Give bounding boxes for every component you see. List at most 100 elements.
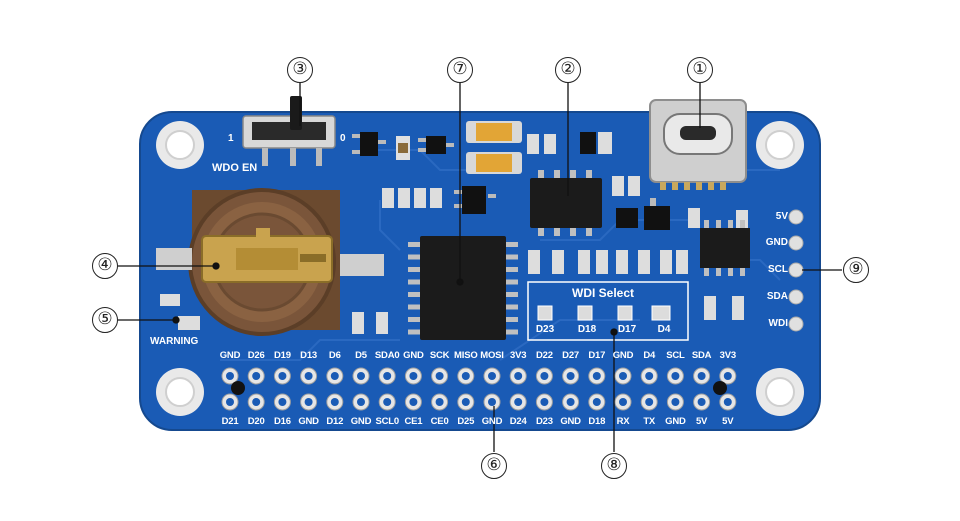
leds-right: [704, 296, 744, 320]
gpio-pin-label: D17: [588, 350, 606, 361]
gpio-pin-label: GND: [403, 350, 424, 361]
wdi-jumper-pads: [537, 305, 671, 321]
gpio-pad-hole: [383, 372, 392, 380]
gpio-pad-hole: [540, 398, 549, 406]
gpio-pin-label: D16: [273, 416, 291, 427]
gpio-pad-hole: [435, 372, 444, 380]
mount-hole-bottom-left: [156, 368, 204, 416]
transistor-q1: [352, 132, 386, 156]
callout-4: ④: [92, 253, 118, 279]
gpio-mark-left: [231, 381, 245, 395]
gpio-pad-hole: [514, 398, 523, 406]
gpio-pad-hole: [226, 372, 234, 380]
gpio-pin-label: D26: [247, 350, 265, 361]
switch-off-label: 0: [340, 133, 346, 144]
gpio-pin-label: D22: [535, 350, 553, 361]
tantalum-cap-2: [466, 152, 522, 174]
chip-pin: [408, 292, 420, 297]
gpio-pin-label: D24: [509, 416, 527, 427]
gpio-pin-label: D18: [588, 416, 606, 427]
gpio-pad-hole: [435, 398, 444, 406]
side-pin-label: GND: [765, 237, 788, 248]
gpio-pin-label: D23: [535, 416, 553, 427]
side-pin-label: SCL: [768, 264, 788, 275]
gpio-pad-hole: [723, 372, 732, 380]
gpio-pin-label: SCL: [666, 350, 685, 361]
gpio-pad-hole: [383, 398, 392, 406]
gpio-pin-label: 5V: [722, 416, 734, 427]
tantalum-cap-1: [466, 121, 522, 143]
wdi-option-label: D4: [657, 324, 671, 335]
wdi-option-label: D18: [577, 324, 597, 335]
gpio-pin-label: D12: [326, 416, 344, 427]
chip-pin: [408, 279, 420, 285]
callout-8: ⑧: [601, 453, 627, 479]
gpio-pad-hole: [566, 372, 575, 380]
gpio-pad-hole: [540, 372, 549, 380]
chip-pin: [408, 329, 420, 335]
gpio-pad-hole: [357, 372, 365, 380]
gpio-pad-hole: [304, 372, 313, 380]
gpio-pad-hole: [330, 398, 339, 406]
gpio-pin-label: D6: [328, 350, 341, 361]
callout-leaders: [118, 82, 842, 452]
gpio-pad-hole: [619, 398, 627, 406]
gpio-pin-label: RX: [616, 416, 630, 427]
gpio-pin-label: MOSI: [480, 350, 504, 361]
switch-name-label: WDO EN: [212, 162, 258, 174]
side-header-pads: [788, 209, 804, 332]
gpio-pin-label: GND: [219, 350, 241, 361]
callout-5: ⑤: [92, 307, 118, 333]
side-pin-label: SDA: [766, 291, 788, 302]
gpio-pin-label: CE0: [430, 416, 449, 427]
transistor-q3: [454, 186, 496, 214]
gpio-pad-hole: [697, 398, 706, 406]
chip-pin: [408, 254, 420, 260]
gpio-pin-label: GND: [612, 350, 634, 361]
wdo-en-switch: [242, 96, 336, 166]
callout-9: ⑨: [843, 257, 869, 283]
gpio-pad-hole: [278, 372, 287, 380]
gpio-pad-hole: [645, 398, 654, 406]
transistor-q5: [644, 198, 670, 230]
chip-ic7: [408, 236, 518, 340]
gpio-pad-hole: [566, 398, 575, 406]
gpio-pin-label: D5: [355, 350, 367, 361]
capacitor-c1: [396, 136, 410, 160]
chip-pin: [506, 329, 518, 335]
gpio-pad-hole: [619, 372, 627, 380]
gpio-pin-label: GND: [481, 416, 503, 427]
gpio-pin-label: GND: [560, 416, 581, 427]
smd-res-row: [528, 250, 688, 274]
gpio-pad-hole: [461, 372, 470, 380]
gpio-pad-hole: [592, 398, 601, 406]
mount-hole-top-left: [156, 121, 204, 169]
gpio-pin-label: D27: [562, 350, 579, 361]
side-pin-label: 5V: [775, 211, 788, 222]
gpio-pad-hole: [592, 372, 601, 380]
chip-pin: [506, 304, 518, 310]
gpio-pad-hole: [671, 398, 680, 406]
gpio-pin-label: GND: [350, 416, 372, 427]
chip-pin: [506, 267, 518, 272]
mount-hole-bottom-right: [756, 368, 804, 416]
gpio-pin-label: GND: [665, 416, 686, 427]
gpio-pin-label: D21: [221, 416, 239, 427]
chip-pin: [408, 267, 420, 272]
gpio-pin-label: MISO: [454, 350, 478, 361]
gpio-pin-label: TX: [643, 416, 656, 427]
gpio-pad-hole: [304, 398, 313, 406]
callout-3: ③: [287, 57, 313, 83]
gpio-header-pads: [221, 367, 737, 411]
chip-pin: [408, 242, 420, 247]
gpio-pad-hole: [330, 372, 339, 380]
callout-1: ①: [687, 57, 713, 83]
chip-pin: [408, 304, 420, 310]
gpio-pad-hole: [409, 398, 418, 406]
gpio-pad-hole: [252, 398, 261, 406]
chip-pin: [506, 254, 518, 260]
callout-7: ⑦: [447, 57, 473, 83]
warning-leds: [160, 294, 388, 334]
